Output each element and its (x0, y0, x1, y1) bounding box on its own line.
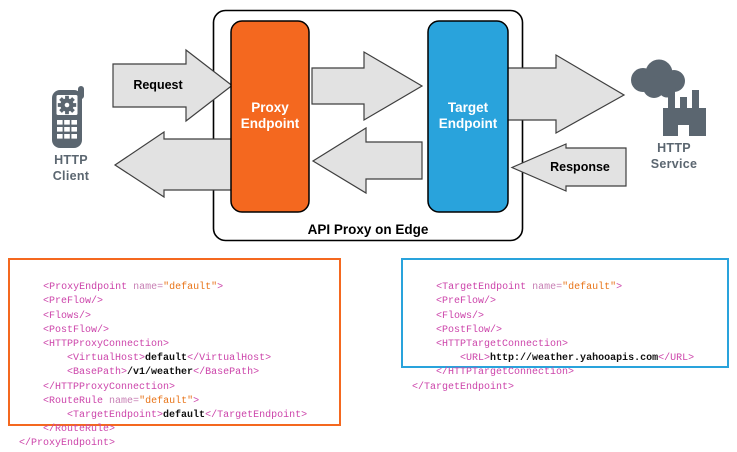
request-arrow-label: Request (133, 78, 183, 92)
proxy-endpoint-config-code: <ProxyEndpoint name="default"> <PreFlow/… (19, 282, 308, 450)
flow-diagram-svg: .ar{fill:#e2e2e2;stroke:#3f3f3f;stroke-w… (52, 9, 706, 242)
target-endpoint-config-panel: <TargetEndpoint name="default"> <PreFlow… (401, 258, 729, 393)
response-arrow (510, 143, 627, 192)
target-endpoint-label-line1: Target (447, 100, 489, 115)
api-proxy-container-label: API Proxy on Edge (307, 222, 429, 237)
http-service-caption-line2: Service (650, 157, 698, 171)
diagram-stage: .ar{fill:#e2e2e2;stroke:#3f3f3f;stroke-w… (8, 9, 729, 449)
http-client-caption-line2: Client (52, 169, 90, 183)
response-arrow-label: Response (550, 160, 610, 174)
proxy-endpoint-label-line1: Proxy (251, 100, 289, 115)
target-endpoint-config-code: <TargetEndpoint name="default"> <PreFlow… (412, 282, 695, 393)
target-to-proxy-arrow (311, 126, 423, 195)
factory-cloud-icon (631, 59, 706, 136)
proxy-endpoint-label-line2: Endpoint (240, 116, 300, 131)
mobile-phone-icon (52, 86, 84, 148)
http-client-caption: HTTP Client (33, 152, 109, 184)
request-arrow (112, 48, 233, 123)
http-client-caption-line1: HTTP (54, 153, 88, 167)
http-service-caption: HTTP Service (628, 140, 720, 172)
proxy-to-target-arrow (311, 50, 424, 122)
http-service-caption-line1: HTTP (657, 141, 691, 155)
client-return-arrow (113, 130, 233, 199)
target-endpoint-box[interactable] (427, 20, 509, 213)
target-endpoint-label-line2: Endpoint (438, 116, 498, 131)
target-to-service-arrow (503, 53, 626, 135)
proxy-endpoint-box[interactable] (230, 20, 310, 213)
proxy-endpoint-label: Proxy Endpoint (230, 100, 310, 132)
proxy-endpoint-config-panel: <ProxyEndpoint name="default"> <PreFlow/… (8, 258, 341, 449)
target-endpoint-label: Target Endpoint (428, 100, 508, 132)
